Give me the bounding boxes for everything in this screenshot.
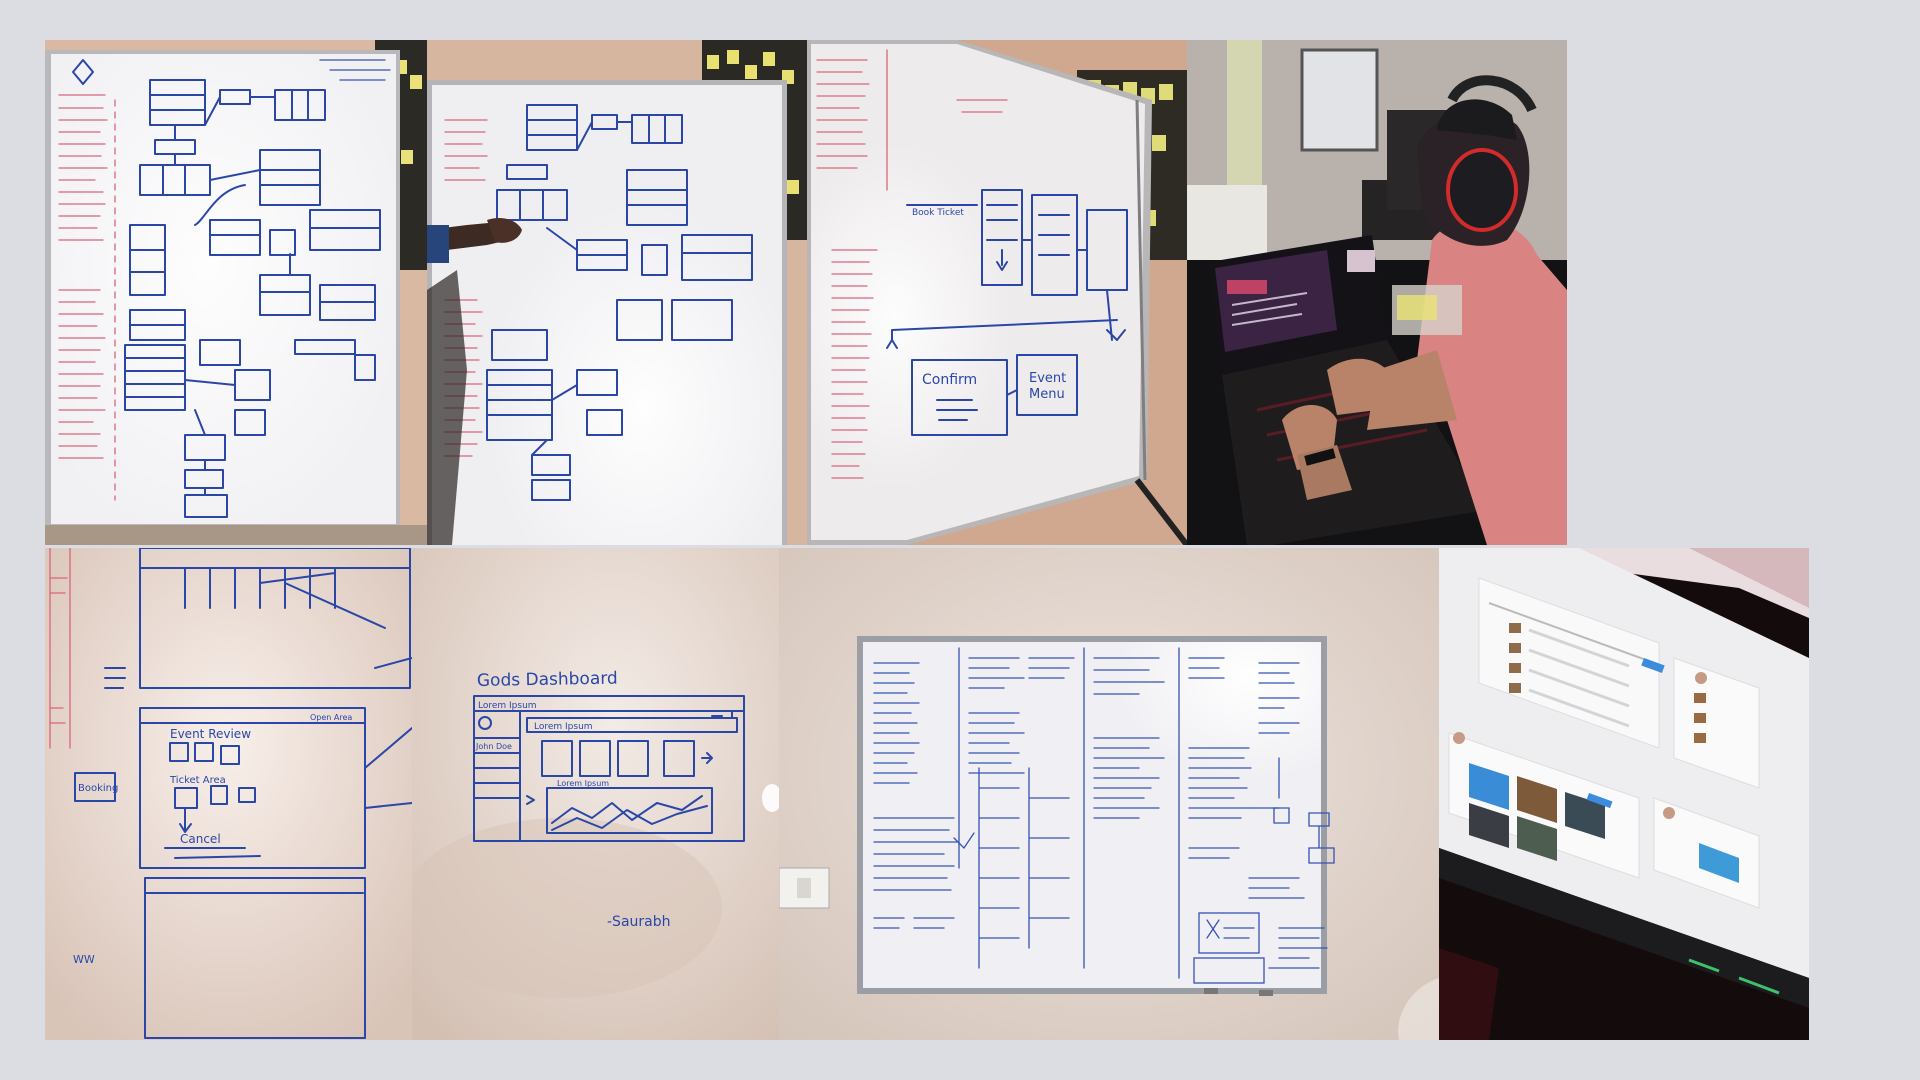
- cancel-label: Cancel: [180, 832, 221, 846]
- dashboard-user-label: John Doe: [475, 742, 512, 751]
- developer-at-laptop-photo: [1187, 40, 1567, 545]
- ticket-area-label: Ticket Area: [169, 775, 226, 786]
- event-review-label: Event Review: [170, 727, 251, 741]
- whiteboard-flowchart-photo-2: [427, 40, 807, 545]
- book-ticket-label: Book Ticket: [912, 208, 964, 218]
- dashboard-chart-label: Lorem Ipsum: [557, 779, 609, 788]
- signature-label: -Saurabh: [607, 914, 671, 930]
- dashboard-title: Gods Dashboard: [477, 669, 618, 691]
- wp-label: WW: [73, 953, 95, 966]
- dashboard-search-label: Lorem Ipsum: [534, 722, 593, 732]
- dashboard-brand-label: Lorem Ipsum: [478, 701, 537, 711]
- whiteboard-event-wireframe-photo: Event Review Ticket Area Cancel Booking …: [45, 548, 412, 1040]
- open-area-label: Open Area: [310, 713, 352, 722]
- confirm-label: Confirm: [922, 372, 977, 388]
- booking-label: Booking: [78, 783, 118, 794]
- monitor-ui-screens-photo: [1439, 548, 1809, 1040]
- whiteboard-wall-notes-photo: [779, 548, 1439, 1040]
- whiteboard-dashboard-photo: Gods Dashboard Lorem Ipsum Lorem Ipsum J…: [412, 548, 779, 1040]
- whiteboard-flowchart-photo-1: [45, 40, 427, 545]
